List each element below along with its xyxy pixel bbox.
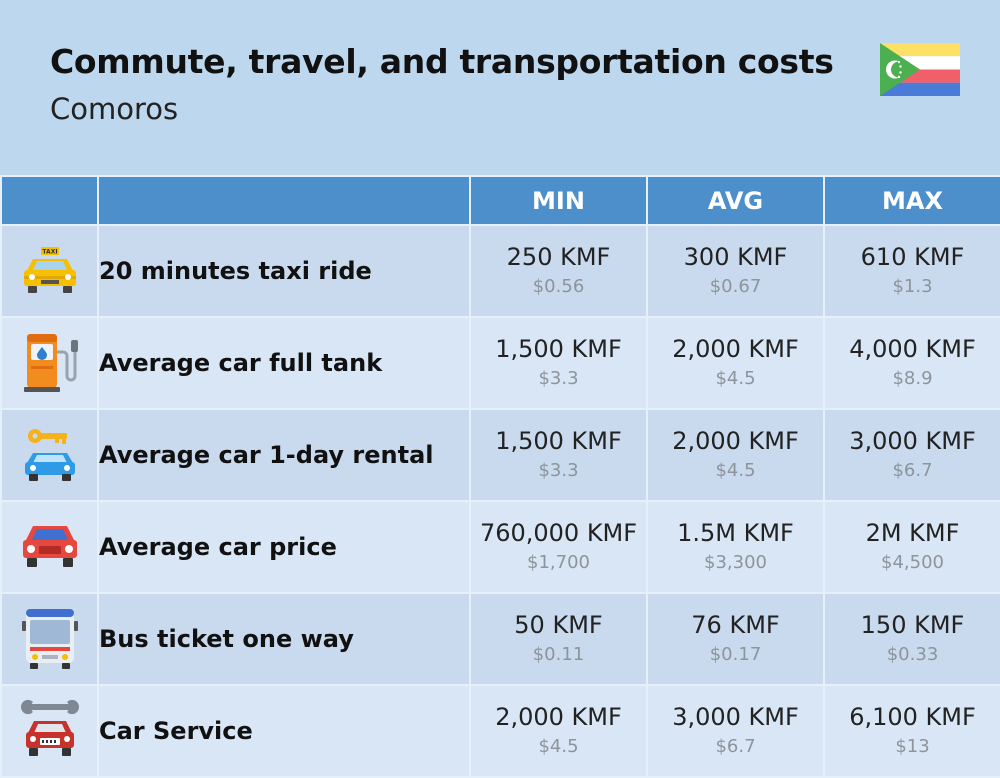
table-row: Bus ticket one way 50 KMF $0.11 76 KMF $… (0, 592, 1000, 686)
avg-cell: 2,000 KMF $4.5 (646, 408, 825, 502)
max-cell: 150 KMF $0.33 (823, 592, 1000, 686)
min-usd-value: $3.3 (538, 368, 579, 389)
car-rental-key-icon (24, 429, 75, 481)
min-cell: 1,500 KMF $3.3 (469, 316, 648, 410)
max-usd-value: $8.9 (892, 368, 933, 389)
max-usd-value: $13 (895, 736, 930, 757)
min-cell: 1,500 KMF $3.3 (469, 408, 648, 502)
table-row: Average car full tank 1,500 KMF $3.3 2,0… (0, 316, 1000, 410)
row-label: Average car full tank (97, 316, 471, 410)
avg-cell: 300 KMF $0.67 (646, 224, 825, 318)
avg-cell: 1.5M KMF $3,300 (646, 500, 825, 594)
min-usd-value: $3.3 (538, 460, 579, 481)
min-cell: 2,000 KMF $4.5 (469, 684, 648, 778)
max-cell: 2M KMF $4,500 (823, 500, 1000, 594)
min-usd-value: $0.56 (532, 276, 585, 297)
max-cell: 4,000 KMF $8.9 (823, 316, 1000, 410)
avg-usd-value: $4.5 (715, 460, 756, 481)
taxi-icon: TAXI (23, 247, 76, 293)
max-cell: 6,100 KMF $13 (823, 684, 1000, 778)
row-label: Average car price (97, 500, 471, 594)
min-usd-value: $1,700 (527, 552, 590, 573)
avg-cell: 2,000 KMF $4.5 (646, 316, 825, 410)
max-usd-value: $1.3 (892, 276, 933, 297)
min-value: 50 KMF (514, 611, 603, 639)
max-value: 4,000 KMF (849, 335, 976, 363)
row-label: 20 minutes taxi ride (97, 224, 471, 318)
avg-usd-value: $0.67 (709, 276, 762, 297)
cost-table: MIN AVG MAX TAXI (0, 175, 1000, 778)
max-cell: 3,000 KMF $6.7 (823, 408, 1000, 502)
page-subtitle: Comoros (50, 92, 179, 126)
page-title: Commute, travel, and transportation cost… (50, 42, 834, 81)
min-value: 1,500 KMF (495, 335, 622, 363)
avg-usd-value: $6.7 (715, 736, 756, 757)
table-header-row: MIN AVG MAX (0, 175, 1000, 226)
min-usd-value: $4.5 (538, 736, 579, 757)
header-icon-cell (0, 175, 99, 226)
min-value: 250 KMF (506, 243, 611, 271)
table-row: Average car 1-day rental 1,500 KMF $3.3 … (0, 408, 1000, 502)
avg-usd-value: $0.17 (709, 644, 762, 665)
min-value: 1,500 KMF (495, 427, 622, 455)
car-service-wrench-icon (20, 699, 79, 756)
avg-cell: 3,000 KMF $6.7 (646, 684, 825, 778)
max-cell: 610 KMF $1.3 (823, 224, 1000, 318)
min-cell: 250 KMF $0.56 (469, 224, 648, 318)
table-row: Average car price 760,000 KMF $1,700 1.5… (0, 500, 1000, 594)
min-usd-value: $0.11 (532, 644, 585, 665)
avg-value: 3,000 KMF (672, 703, 799, 731)
avg-value: 76 KMF (691, 611, 780, 639)
avg-usd-value: $4.5 (715, 368, 756, 389)
red-car-icon (22, 526, 77, 567)
max-value: 150 KMF (860, 611, 965, 639)
svg-text:TAXI: TAXI (42, 249, 57, 256)
column-header-min: MIN (469, 175, 648, 226)
avg-value: 2,000 KMF (672, 427, 799, 455)
avg-usd-value: $3,300 (704, 552, 767, 573)
column-header-avg: AVG (646, 175, 825, 226)
fuel-pump-icon (23, 334, 78, 392)
avg-value: 2,000 KMF (672, 335, 799, 363)
row-label: Average car 1-day rental (97, 408, 471, 502)
table-row: TAXI 20 minutes taxi ride 250 KMF $0.56 (0, 224, 1000, 318)
min-value: 760,000 KMF (479, 519, 638, 547)
page-header: Commute, travel, and transportation cost… (0, 0, 1000, 175)
min-cell: 760,000 KMF $1,700 (469, 500, 648, 594)
max-usd-value: $0.33 (886, 644, 939, 665)
max-usd-value: $4,500 (881, 552, 944, 573)
max-value: 2M KMF (865, 519, 960, 547)
bus-icon (21, 609, 78, 669)
max-value: 6,100 KMF (849, 703, 976, 731)
max-usd-value: $6.7 (892, 460, 933, 481)
max-value: 610 KMF (860, 243, 965, 271)
avg-cell: 76 KMF $0.17 (646, 592, 825, 686)
min-cell: 50 KMF $0.11 (469, 592, 648, 686)
min-value: 2,000 KMF (495, 703, 622, 731)
max-value: 3,000 KMF (849, 427, 976, 455)
table-row: Car Service 2,000 KMF $4.5 3,000 KMF $6.… (0, 684, 1000, 778)
header-label-cell (97, 175, 471, 226)
row-label: Car Service (97, 684, 471, 778)
avg-value: 1.5M KMF (677, 519, 794, 547)
avg-value: 300 KMF (683, 243, 788, 271)
comoros-flag-icon (880, 43, 960, 96)
row-label: Bus ticket one way (97, 592, 471, 686)
column-header-max: MAX (823, 175, 1000, 226)
